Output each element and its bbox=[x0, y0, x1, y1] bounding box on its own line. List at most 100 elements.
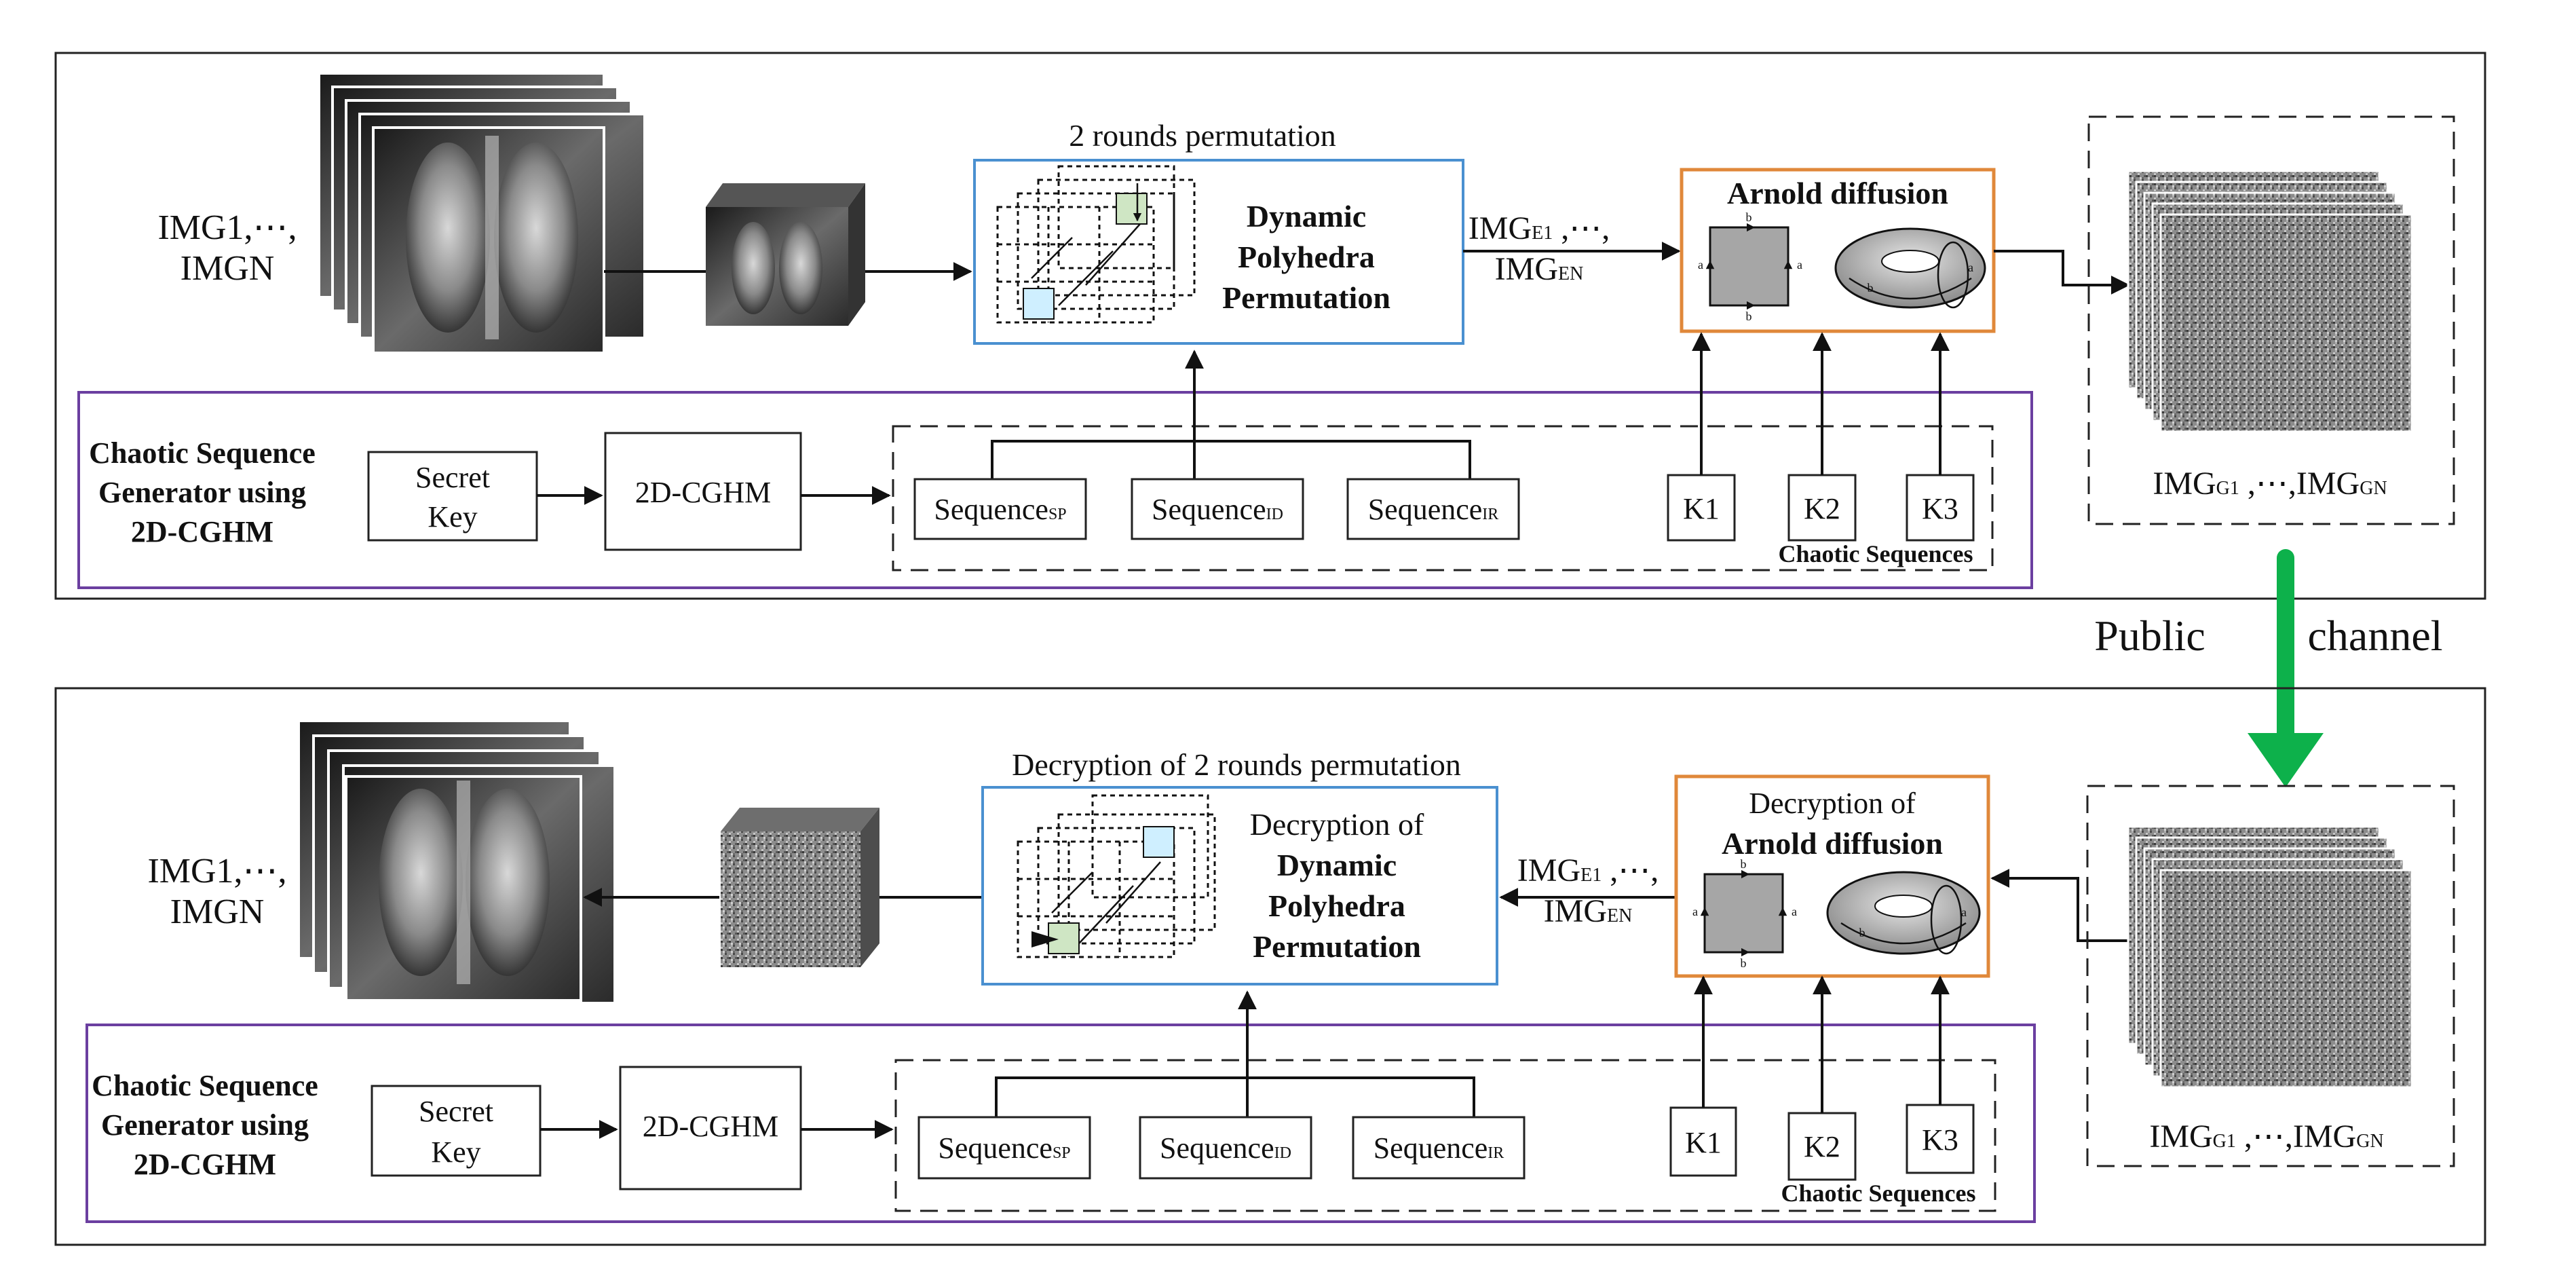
cghm-map-box bbox=[604, 432, 802, 551]
ciphertext-label: IMGG1 ,⋯,IMGGN bbox=[2153, 466, 2387, 502]
public-channel-arrow bbox=[2248, 549, 2324, 787]
decryption-panel bbox=[54, 687, 2486, 1246]
chaotic-sequence-generator-panel bbox=[77, 391, 2033, 589]
decryption-perm-title-line2: Polyhedra bbox=[1268, 888, 1405, 923]
permutation-grid-icon bbox=[996, 165, 1196, 324]
key-k3-box bbox=[1906, 474, 1975, 542]
secret-key-box bbox=[367, 451, 538, 542]
decryption-sequence-id-label: SequenceID bbox=[1160, 1131, 1291, 1165]
sequence-id-box bbox=[1131, 478, 1304, 540]
sequence-ir-box bbox=[1346, 478, 1520, 540]
decrypted-images-label-line1: IMG1,⋯, bbox=[147, 852, 286, 890]
output-ciphertext-group bbox=[2087, 115, 2455, 525]
generator-title-line1: Chaotic Sequence bbox=[89, 436, 316, 470]
generator-title-line3: 2D-CGHM bbox=[131, 515, 273, 548]
decryption-secret-key-line2: Key bbox=[431, 1136, 480, 1169]
decrypted-intermediate-label-line2: IMGEN bbox=[1544, 893, 1633, 929]
decryption-key-k2-box bbox=[1787, 1112, 1857, 1181]
encrypted-images-label-line2: IMGEN bbox=[1495, 251, 1584, 287]
decryption-chaotic-sequences-group bbox=[894, 1059, 1996, 1212]
svg-text:a: a bbox=[1792, 905, 1797, 918]
sequence-sp-box bbox=[913, 478, 1087, 540]
image-cube bbox=[706, 183, 865, 326]
generator-title-line2: Generator using bbox=[98, 476, 306, 509]
encrypted-images-label-line1: IMGE1 ,⋯, bbox=[1469, 210, 1610, 246]
svg-text:b: b bbox=[1868, 281, 1874, 295]
decryption-perm-caption: Decryption of 2 rounds permutation bbox=[1012, 747, 1461, 782]
input-xray-stack bbox=[318, 72, 646, 354]
input-images-label-line1: IMG1,⋯, bbox=[157, 208, 297, 247]
svg-text:a: a bbox=[1968, 261, 1973, 274]
public-channel-label-1: Public bbox=[2094, 612, 2205, 660]
decryption-generator-panel bbox=[86, 1024, 2036, 1223]
decryption-key-k3-box bbox=[1906, 1104, 1975, 1174]
output-xray-stack bbox=[297, 719, 616, 1005]
decryption-arnold-square-icon: b b a a bbox=[1692, 857, 1797, 970]
decryption-perm-title-line3: Permutation bbox=[1253, 929, 1421, 964]
perm-title-line2: Polyhedra bbox=[1238, 240, 1375, 274]
decryption-sequence-ir-box bbox=[1352, 1116, 1526, 1180]
decryption-generator-title-line1: Chaotic Sequence bbox=[92, 1069, 318, 1102]
decryption-generator-title-line2: Generator using bbox=[101, 1108, 309, 1142]
public-channel-label-2: channel bbox=[2308, 612, 2443, 660]
svg-text:a: a bbox=[1961, 905, 1967, 919]
decryption-key-k1-box bbox=[1669, 1106, 1737, 1177]
key-k3-label: K3 bbox=[1922, 492, 1958, 525]
decryption-cghm-map-label: 2D-CGHM bbox=[643, 1110, 778, 1143]
key-k2-label: K2 bbox=[1804, 492, 1840, 525]
decrypted-images-label-line2: IMGN bbox=[170, 893, 265, 931]
sequence-id-label: SequenceID bbox=[1152, 493, 1283, 526]
perm-title-line3: Permutation bbox=[1222, 280, 1390, 315]
sequence-ir-label: SequenceIR bbox=[1368, 493, 1499, 526]
ciphertext-image-stack bbox=[2127, 170, 2413, 433]
encryption-panel bbox=[54, 52, 2486, 600]
svg-text:a: a bbox=[1797, 258, 1802, 271]
svg-text:a: a bbox=[1698, 258, 1703, 271]
decryption-key-k3-label: K3 bbox=[1922, 1123, 1958, 1157]
decryption-sequence-ir-label: SequenceIR bbox=[1374, 1131, 1504, 1165]
decryption-key-k2-label: K2 bbox=[1804, 1130, 1840, 1163]
decrypted-intermediate-label-line1: IMGE1 ,⋯, bbox=[1517, 852, 1659, 888]
decryption-torus-icon: b a bbox=[1826, 871, 1981, 955]
perm-caption: 2 rounds permutation bbox=[1069, 118, 1336, 153]
decryption-perm-title-line1: Dynamic bbox=[1277, 848, 1397, 882]
decryption-perm-prefix: Decryption of bbox=[1250, 807, 1424, 842]
svg-text:a: a bbox=[1692, 905, 1698, 918]
received-ciphertext-group bbox=[2086, 785, 2455, 1167]
decryption-sequence-id-box bbox=[1139, 1116, 1312, 1180]
secret-key-line2: Key bbox=[428, 500, 477, 533]
secret-key-line1: Secret bbox=[415, 461, 490, 494]
svg-text:b: b bbox=[1859, 926, 1865, 939]
decryption-secret-key-box bbox=[371, 1085, 542, 1177]
decryption-generator-title-line3: 2D-CGHM bbox=[134, 1148, 276, 1181]
decryption-arnold-prefix: Decryption of bbox=[1749, 787, 1916, 820]
key-k2-box bbox=[1787, 474, 1857, 542]
decryption-key-k1-label: K1 bbox=[1685, 1126, 1722, 1159]
svg-text:b: b bbox=[1746, 309, 1752, 323]
sequence-sp-label: SequenceSP bbox=[934, 493, 1066, 526]
arnold-title: Arnold diffusion bbox=[1727, 176, 1948, 210]
chaotic-sequences-group bbox=[892, 425, 1994, 571]
torus-icon: b a bbox=[1834, 227, 1986, 309]
decryption-chaotic-sequences-label: Chaotic Sequences bbox=[1781, 1180, 1976, 1207]
decryption-sequence-sp-box bbox=[917, 1116, 1091, 1180]
ciphertext-cube bbox=[721, 808, 879, 967]
svg-text:b: b bbox=[1746, 210, 1752, 224]
key-k1-label: K1 bbox=[1683, 492, 1720, 525]
decryption-permutation-grid-icon bbox=[1017, 794, 1216, 958]
decryption-sequence-sp-label: SequenceSP bbox=[938, 1131, 1070, 1165]
decryption-cghm-map-box bbox=[619, 1066, 802, 1190]
received-ciphertext-label: IMGG1 ,⋯,IMGGN bbox=[2149, 1119, 2383, 1155]
input-images-label-line2: IMGN bbox=[181, 249, 275, 288]
cghm-map-label: 2D-CGHM bbox=[635, 476, 771, 509]
svg-text:b: b bbox=[1741, 857, 1747, 871]
dynamic-polyhedra-permutation-box bbox=[973, 159, 1464, 345]
decryption-arnold-title: Arnold diffusion bbox=[1722, 826, 1943, 861]
received-ciphertext-stack bbox=[2127, 825, 2413, 1089]
arnold-square-icon: b b a a bbox=[1698, 210, 1802, 323]
perm-title-line1: Dynamic bbox=[1247, 199, 1366, 233]
decryption-secret-key-line1: Secret bbox=[419, 1095, 493, 1128]
chaotic-sequences-label: Chaotic Sequences bbox=[1779, 540, 1973, 567]
svg-text:b: b bbox=[1741, 956, 1747, 970]
